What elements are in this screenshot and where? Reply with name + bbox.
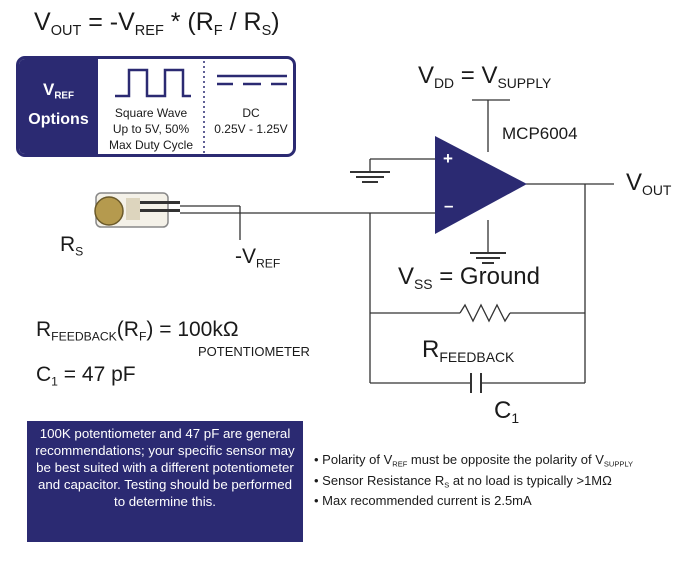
vref-waveforms (115, 61, 287, 154)
force-sensor-icon (94, 192, 180, 228)
resistor-icon (459, 303, 511, 323)
notes-list: • Polarity of VREF must be opposite the … (314, 452, 633, 509)
op-amp-triangle (435, 136, 527, 234)
square-wave-icon (115, 68, 191, 98)
inverting-sign: – (444, 196, 454, 215)
vdd-label: VDD = VSUPPLY (418, 62, 552, 91)
note-current: • Max recommended current is 2.5mA (314, 493, 532, 509)
note-resistance: • Sensor Resistance RS at no load is typ… (314, 472, 612, 490)
transfer-formula: VOUT = -VREF * (RF / RS) (34, 8, 280, 40)
rfeedback-label: RFEEDBACK (422, 336, 515, 365)
rfeedback-spec: RFEEDBACK(RF) = 100kΩ (36, 318, 239, 344)
vref-label: -VREF (235, 245, 281, 271)
note-polarity: • Polarity of VREF must be opposite the … (314, 452, 634, 469)
noninverting-sign: + (443, 149, 453, 168)
recommendation-note: 100K potentiometer and 47 pF are general… (27, 421, 303, 542)
rs-label: RS (60, 233, 84, 259)
chip-label: MCP6004 (502, 124, 578, 143)
vout-label: VOUT (626, 169, 672, 198)
vss-label: VSS = Ground (398, 263, 540, 292)
vref-options-label: VREF Options (19, 59, 98, 154)
potentiometer-note: POTENTIOMETER (198, 344, 310, 359)
c1-spec: C1 = 47 pF (36, 363, 136, 389)
c1-label: C1 (494, 397, 520, 426)
